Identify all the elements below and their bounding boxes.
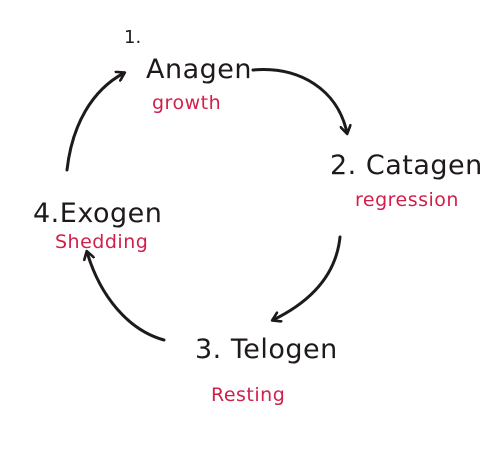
telogen-description: Resting [211, 384, 286, 406]
anagen-number: 1. [124, 27, 142, 48]
catagen-label: 2. Catagen [330, 150, 483, 181]
telogen-label: 3. Telogen [195, 334, 338, 365]
anagen-description: growth [152, 92, 222, 114]
catagen-description: regression [355, 189, 459, 211]
exogen-label: 4.Exogen [33, 198, 163, 229]
arrow-telogen-to-exogen [87, 252, 166, 342]
arrow-catagen-to-telogen [273, 235, 342, 320]
exogen-description: Shedding [55, 231, 149, 253]
arrow-anagen-to-catagen [251, 68, 347, 133]
arrow-exogen-to-anagen [65, 73, 124, 172]
anagen-label: Anagen [146, 54, 252, 85]
